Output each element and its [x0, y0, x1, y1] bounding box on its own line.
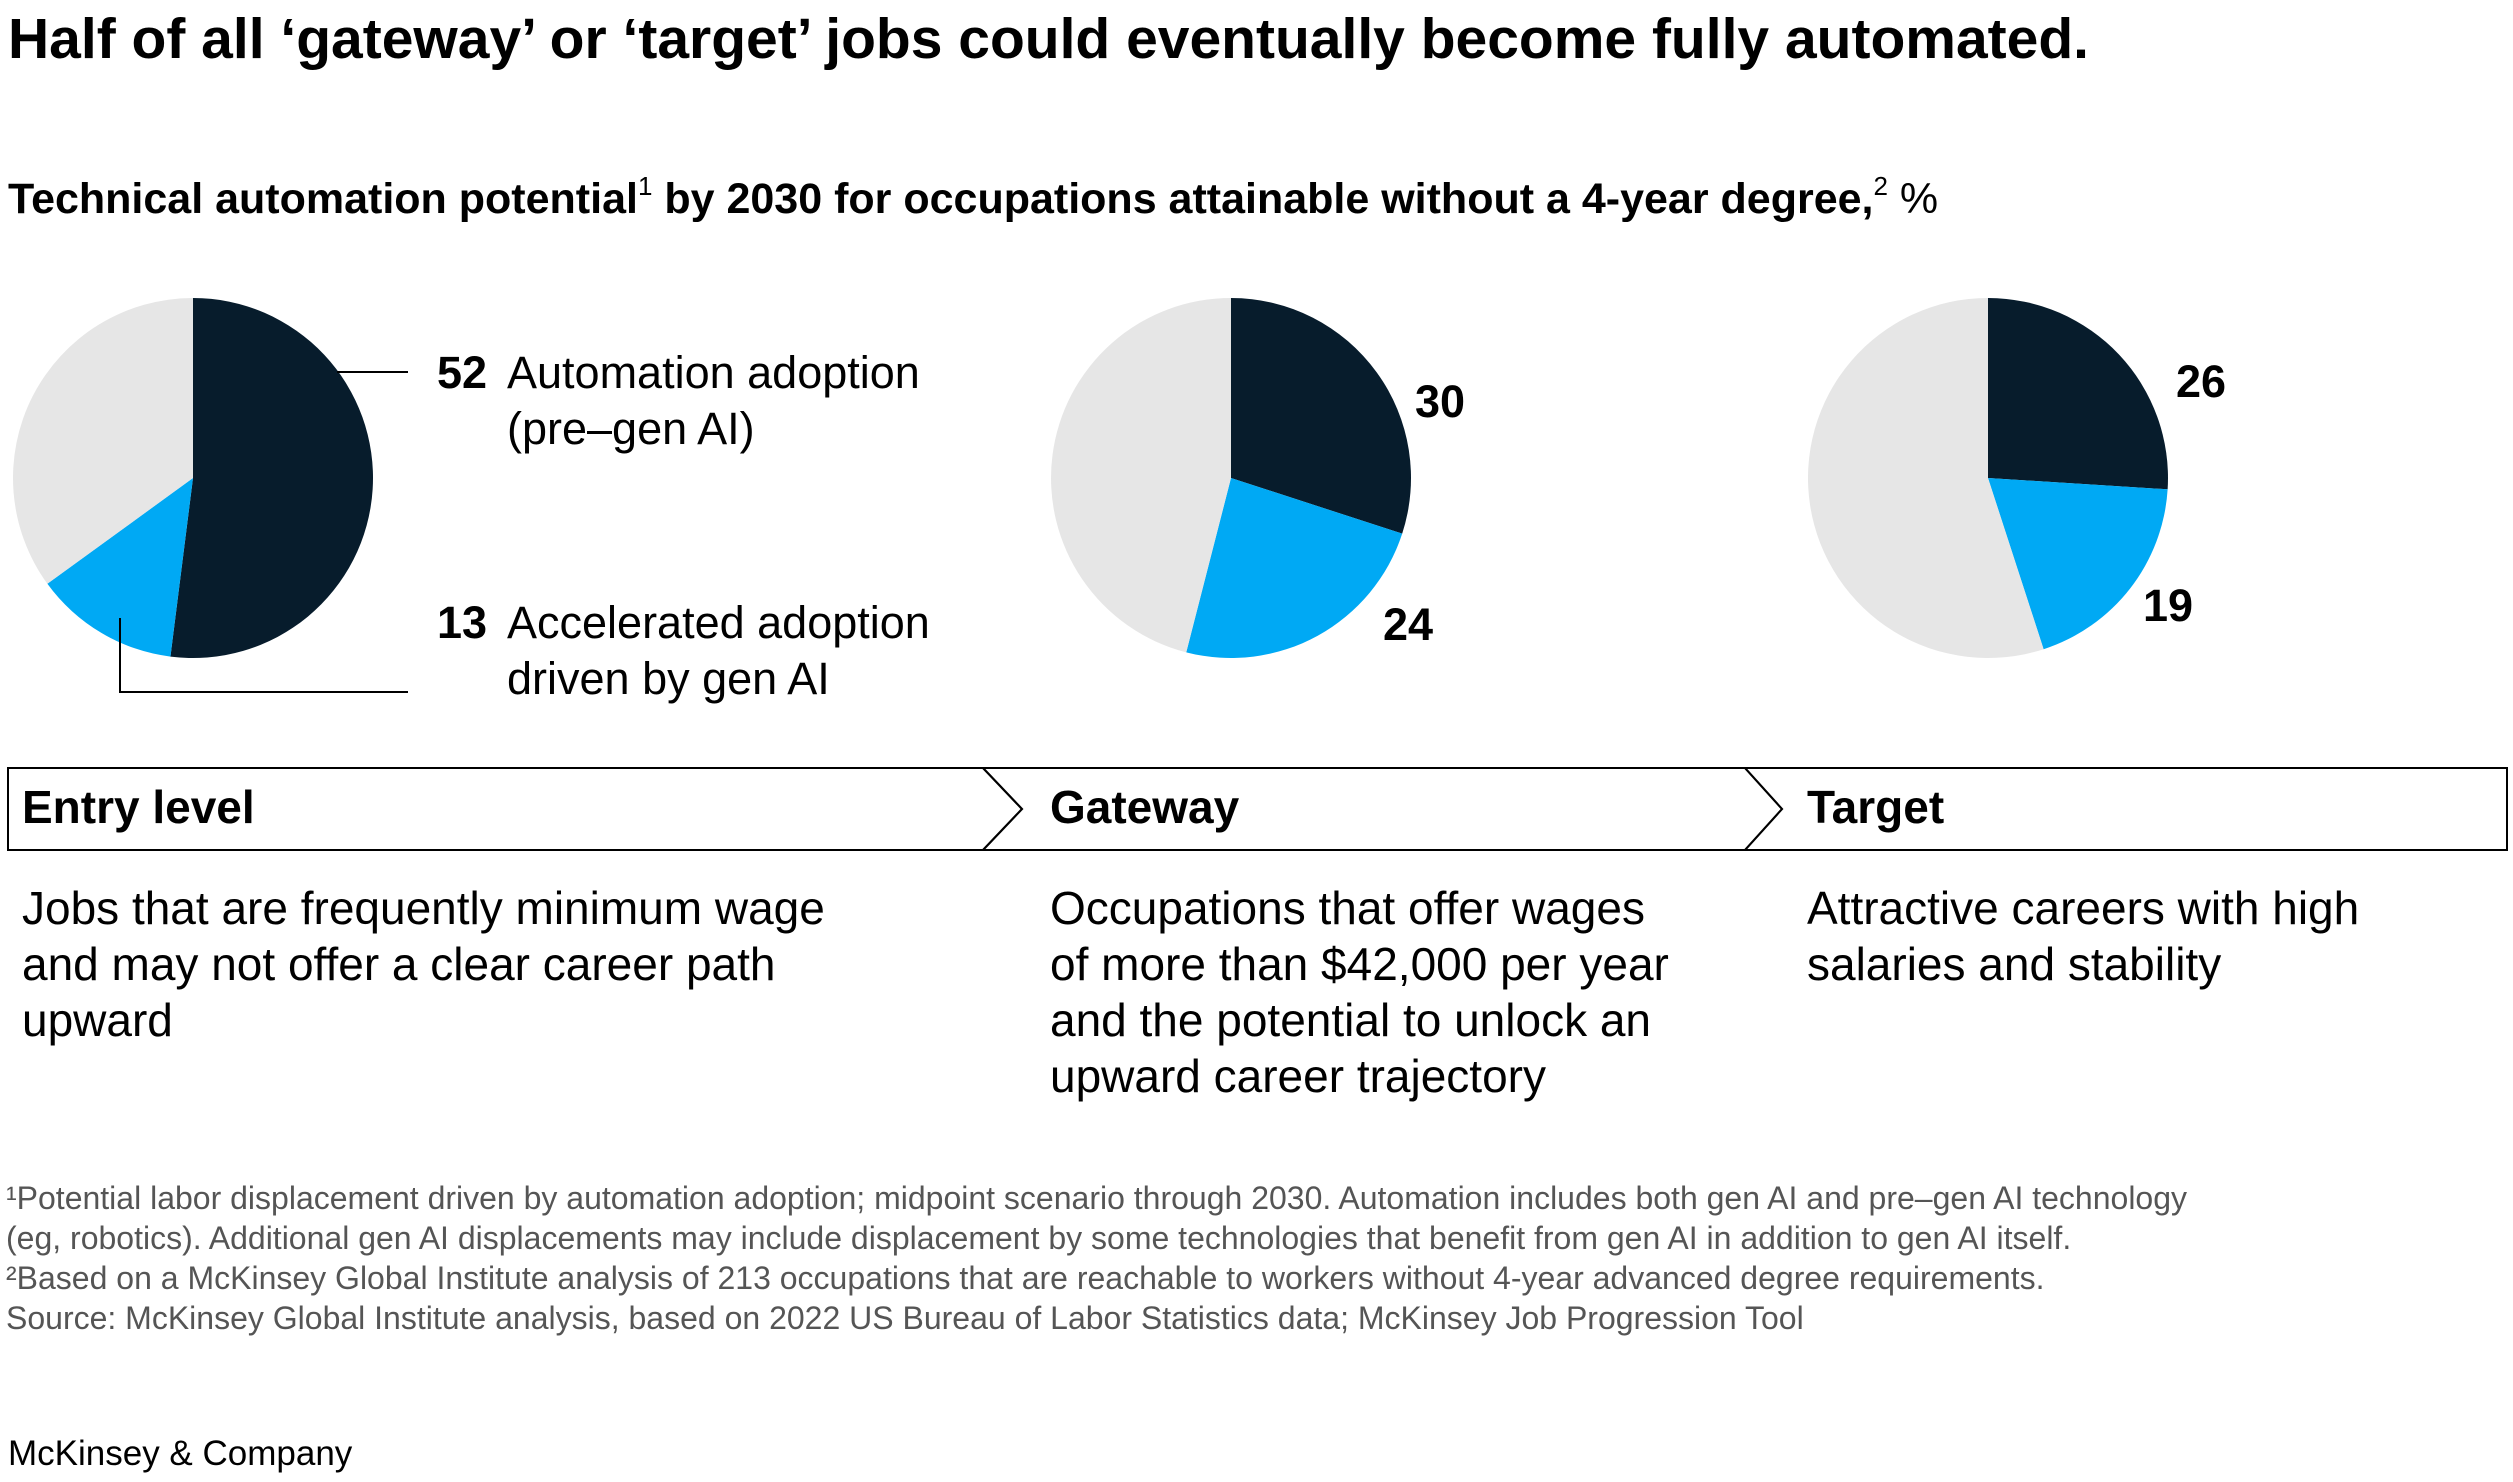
footnote-ref-1: 1 [638, 171, 652, 201]
pie-chart-entry-level [13, 298, 374, 658]
slice-gen-ai [47, 478, 193, 657]
target-pre-gen-ai-value: 26 [2176, 356, 2226, 407]
slice-remainder [1051, 298, 1231, 653]
footnote-1-line1: ¹Potential labor displacement driven by … [6, 1180, 2187, 1216]
slice-pre-gen-ai [170, 298, 374, 658]
stage-desc-gateway-line3: and the potential to unlock an [1050, 994, 1651, 1046]
legend-label-gen-ai-line1: Accelerated adoption [507, 597, 930, 648]
slice-gen-ai [1988, 478, 2168, 650]
slice-remainder [1807, 298, 2044, 658]
footnote-2: ²Based on a McKinsey Global Institute an… [6, 1260, 2044, 1296]
footnote-ref-2: 2 [1873, 171, 1887, 201]
stage-desc-gateway-line1: Occupations that offer wages [1050, 882, 1645, 934]
stage-label-entry-level: Entry level [22, 781, 255, 833]
subtitle-unit: % [1888, 175, 1938, 223]
footnote-1-line2: (eg, robotics). Additional gen AI displa… [6, 1220, 2071, 1256]
stage-label-target: Target [1807, 781, 1944, 833]
legend-label-pre-gen-ai-line1: Automation adoption [507, 347, 920, 398]
legend-value-gen-ai: 13 [437, 597, 487, 648]
stage-desc-target-line1: Attractive careers with high [1807, 882, 2359, 934]
stage-desc-gateway-line2: of more than $42,000 per year [1050, 938, 1669, 990]
legend-leader-gen-ai [119, 618, 408, 693]
legend-label-gen-ai-line2: driven by gen AI [507, 653, 830, 704]
stage-desc-entry-line2: and may not offer a clear career path [22, 938, 775, 990]
pie-chart-target [1807, 298, 2168, 658]
chart-subtitle: Technical automation potential1 by 2030 … [8, 171, 1938, 223]
gateway-pre-gen-ai-value: 30 [1415, 376, 1465, 427]
stage-desc-gateway-line4: upward career trajectory [1050, 1050, 1546, 1102]
gateway-gen-ai-value: 24 [1383, 599, 1433, 650]
stage-label-gateway: Gateway [1050, 781, 1240, 833]
slice-pre-gen-ai [1231, 298, 1411, 534]
target-gen-ai-value: 19 [2143, 580, 2193, 631]
stage-desc-entry-line1: Jobs that are frequently minimum wage [22, 882, 825, 934]
pie-chart-gateway [1051, 298, 1411, 658]
brand-logo-text: McKinsey & Company [8, 1434, 353, 1473]
subtitle-main: Technical automation potential [8, 175, 638, 223]
slice-pre-gen-ai [1988, 298, 2168, 490]
page-title: Half of all ‘gateway’ or ‘target’ jobs c… [8, 7, 2089, 71]
subtitle-middle: by 2030 for occupations attainable witho… [652, 175, 1873, 223]
stage-desc-target-line2: salaries and stability [1807, 938, 2221, 990]
legend-label-pre-gen-ai-line2: (pre–gen AI) [507, 403, 755, 454]
stage-box-target [1742, 767, 2508, 851]
slice-remainder [13, 298, 193, 584]
stage-desc-entry-line3: upward [22, 994, 173, 1046]
slice-gen-ai [1186, 478, 1403, 658]
source-note: Source: McKinsey Global Institute analys… [6, 1300, 1804, 1336]
legend-value-pre-gen-ai: 52 [437, 347, 487, 398]
